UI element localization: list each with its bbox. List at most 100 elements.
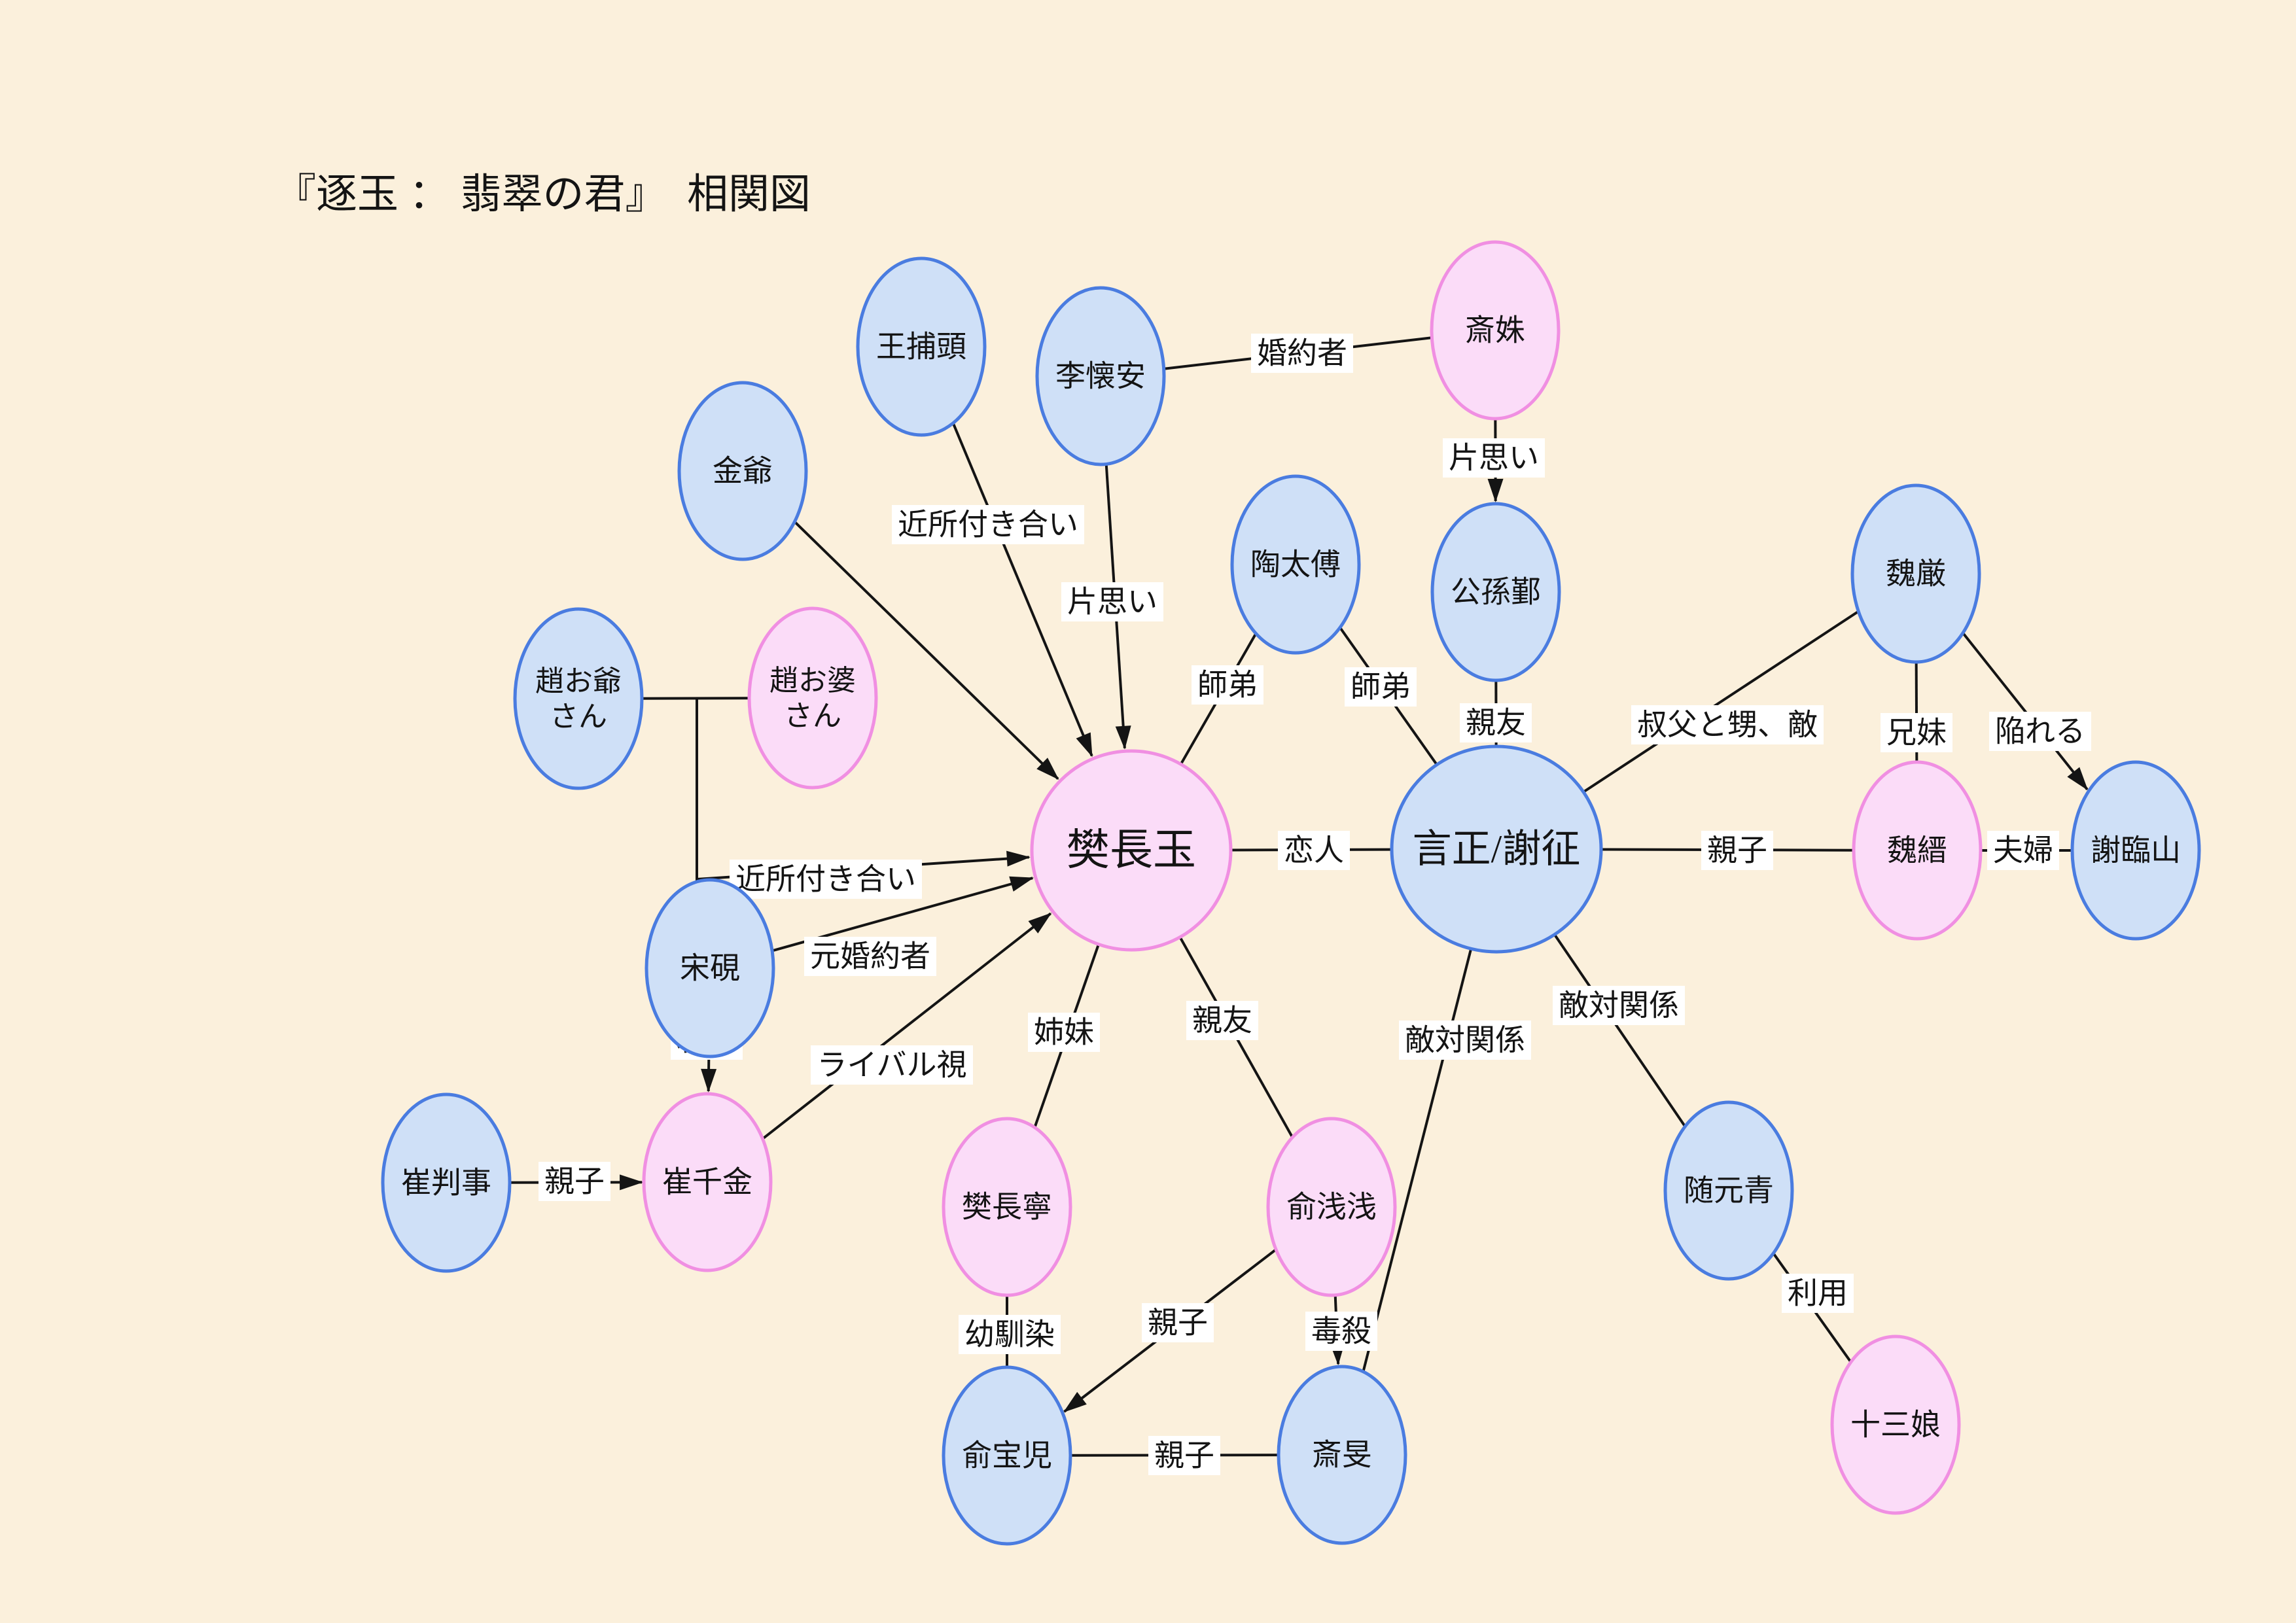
edge-label: 親子	[1142, 1303, 1214, 1342]
edge-label-text: 片思い	[1449, 442, 1539, 475]
node-ellipse[interactable]	[645, 878, 775, 1058]
node-ellipse[interactable]	[1852, 760, 1983, 941]
node-王捕頭[interactable]: 王捕頭	[856, 256, 987, 437]
edge-label: 叔父と甥、敵	[1631, 705, 1824, 744]
node-ellipse[interactable]	[1266, 1117, 1397, 1297]
node-ellipse[interactable]	[1035, 286, 1166, 466]
edge-label-bg	[811, 1045, 973, 1085]
node-ellipse[interactable]	[1850, 483, 1981, 664]
edge-label-text: 親子	[1148, 1306, 1208, 1340]
edge-label: 幼馴染	[959, 1315, 1061, 1354]
node-label: 謝臨山	[2091, 834, 2181, 867]
edge-label: 近所付き合い	[730, 860, 922, 899]
node-俞浅浅[interactable]: 俞浅浅	[1266, 1117, 1397, 1297]
node-ellipse[interactable]	[1390, 744, 1603, 954]
edge-label-bg	[1148, 1436, 1220, 1475]
node-ellipse[interactable]	[677, 381, 808, 561]
node-label: 崔判事	[401, 1166, 491, 1200]
node-ellipse[interactable]	[1830, 1335, 1961, 1515]
node-崔判事[interactable]: 崔判事	[381, 1092, 512, 1273]
node-斎旻[interactable]: 斎旻	[1277, 1365, 1407, 1545]
edge-label: 片思い	[1443, 438, 1545, 478]
node-公孫鄞[interactable]: 公孫鄞	[1430, 502, 1561, 682]
node-随元青[interactable]: 随元青	[1663, 1100, 1794, 1281]
edge-label-text: 師弟	[1197, 669, 1258, 702]
node-label: 斎姝	[1465, 314, 1525, 347]
node-魏縉[interactable]: 魏縉	[1852, 760, 1983, 941]
edge-label: 近所付き合い	[892, 505, 1084, 544]
edge-label: 師弟	[1345, 667, 1417, 707]
node-ellipse[interactable]	[1430, 240, 1561, 421]
edge-label-bg	[1305, 1312, 1377, 1351]
edge-label-text: 師弟	[1351, 671, 1411, 704]
edge-label-bg	[1142, 1303, 1214, 1342]
edge-label-text: 片思い	[1067, 585, 1157, 619]
node-ellipse[interactable]	[856, 256, 987, 437]
node-ellipse[interactable]	[1277, 1365, 1407, 1545]
node-ellipse[interactable]	[642, 1092, 773, 1272]
edge-label: 片思い	[1061, 582, 1163, 621]
node-label: 随元青	[1684, 1174, 1774, 1208]
node-魏厳[interactable]: 魏厳	[1850, 483, 1981, 664]
edge-label-text: 元婚約者	[810, 940, 930, 973]
node-李懐安[interactable]: 李懐安	[1035, 286, 1166, 466]
node-樊長玉[interactable]: 樊長玉	[1030, 749, 1233, 952]
node-ellipse[interactable]	[513, 607, 644, 790]
edge-label: 敵対関係	[1553, 986, 1685, 1025]
edge-label-bg	[539, 1162, 610, 1201]
node-ellipse[interactable]	[1230, 474, 1361, 655]
node-ellipse[interactable]	[2070, 760, 2201, 941]
node-十三娘[interactable]: 十三娘	[1830, 1335, 1961, 1515]
edge-label-text: ライバル視	[817, 1049, 966, 1082]
node-俞宝児[interactable]: 俞宝児	[942, 1365, 1072, 1546]
edge-label-bg	[1192, 665, 1263, 705]
node-label: 樊長寧	[962, 1191, 1052, 1224]
edge-label-bg	[1631, 705, 1824, 744]
node-陶太傅[interactable]: 陶太傅	[1230, 474, 1361, 655]
node-趙お婆さん[interactable]: 趙お婆さん	[747, 606, 878, 790]
node-趙お爺さん[interactable]: 趙お爺さん	[513, 607, 644, 790]
edge-label-bg	[1701, 831, 1773, 870]
edge-label-text: 幼馴染	[964, 1318, 1055, 1352]
edge-label-bg	[1345, 667, 1417, 707]
node-崔千金[interactable]: 崔千金	[642, 1092, 773, 1272]
edge-label-bg	[804, 937, 936, 976]
edge-label-text: 敵対関係	[1405, 1024, 1525, 1057]
edge-label: 親友	[1460, 703, 1532, 742]
node-ellipse[interactable]	[1430, 502, 1561, 682]
node-ellipse[interactable]	[1030, 749, 1233, 952]
edge-label: 親子	[1701, 831, 1773, 870]
edge-label: 敵対関係	[1399, 1021, 1531, 1060]
edge-label-bg	[1553, 986, 1685, 1025]
edge-label: 陥れる	[1989, 712, 2091, 751]
node-ellipse[interactable]	[381, 1092, 512, 1273]
edge-label-text: 利用	[1788, 1277, 1848, 1310]
edge-label: 師弟	[1192, 665, 1263, 705]
node-樊長寧[interactable]: 樊長寧	[942, 1117, 1072, 1297]
node-label: 俞宝児	[962, 1439, 1052, 1473]
node-label: 宋硯	[680, 952, 740, 985]
node-金爺[interactable]: 金爺	[677, 381, 808, 561]
node-label: 王捕頭	[876, 330, 966, 364]
edge-label: 夫婦	[1987, 831, 2059, 870]
node-宋硯[interactable]: 宋硯	[645, 878, 775, 1058]
edge-label-bg	[1460, 703, 1532, 742]
edge-label: 利用	[1782, 1274, 1854, 1313]
edge-label: 姉妹	[1028, 1013, 1100, 1052]
node-ellipse[interactable]	[747, 606, 878, 790]
node-言正/謝征[interactable]: 言正/謝征	[1390, 744, 1603, 954]
edge-label-bg	[1061, 582, 1163, 621]
node-ellipse[interactable]	[1663, 1100, 1794, 1281]
edge-label: 親子	[1148, 1436, 1220, 1475]
edge-label: 親子	[539, 1162, 610, 1201]
node-ellipse[interactable]	[942, 1365, 1072, 1546]
edge-label-text: 叔父と甥、敵	[1637, 708, 1818, 742]
edge-label-bg	[1251, 334, 1353, 373]
node-label: 魏縉	[1887, 834, 1947, 867]
edge-label-bg	[1881, 713, 1952, 752]
node-ellipse[interactable]	[942, 1117, 1072, 1297]
node-謝臨山[interactable]: 謝臨山	[2070, 760, 2201, 941]
edge-label-text: 陥れる	[1995, 715, 2085, 748]
node-label: 金爺	[713, 455, 773, 488]
node-斎姝[interactable]: 斎姝	[1430, 240, 1561, 421]
